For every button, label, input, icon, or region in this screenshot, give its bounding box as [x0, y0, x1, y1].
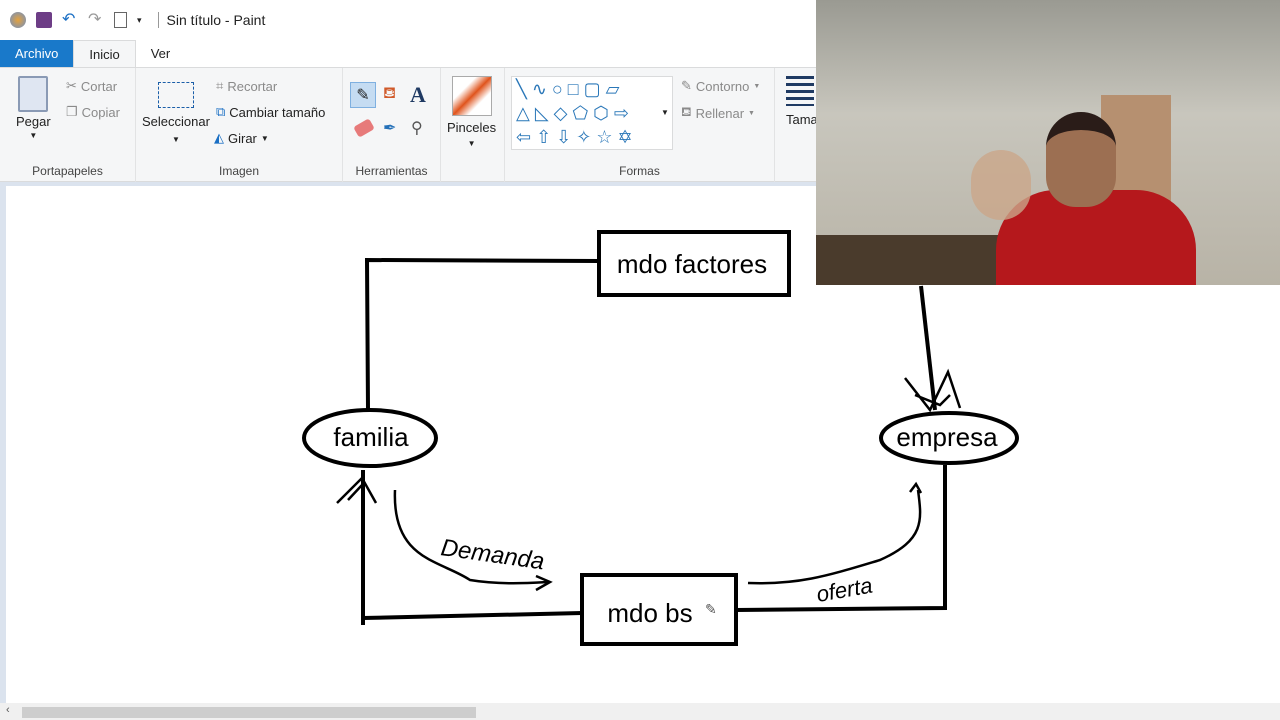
- image-group: Seleccionar ▼ ⌗Recortar ⧉Cambiar tamaño …: [136, 68, 343, 182]
- resize-icon: ⧉: [216, 104, 226, 119]
- copy-button[interactable]: ❐Copiar: [66, 104, 120, 120]
- resize-button[interactable]: ⧉Cambiar tamaño: [216, 104, 325, 120]
- paste-button[interactable]: Pegar ▼: [16, 76, 51, 140]
- undo-icon[interactable]: ↶: [62, 11, 76, 28]
- save-icon[interactable]: [36, 12, 52, 28]
- rotate-label: Girar: [228, 130, 257, 146]
- copy-icon: ❐: [66, 104, 78, 119]
- supply-arrow: [747, 489, 922, 585]
- webcam-person-hand: [971, 150, 1031, 220]
- shapes-scroll-icon[interactable]: ▼: [661, 108, 669, 117]
- tab-ver[interactable]: Ver: [150, 46, 171, 61]
- scrollbar-thumb[interactable]: [22, 707, 476, 718]
- chevron-down-icon: ▼: [260, 133, 269, 143]
- family-ellipse: [302, 408, 438, 468]
- outline-button[interactable]: ✎Contorno▼: [681, 78, 761, 94]
- demand-arrowhead: [535, 574, 553, 592]
- webcam-overlay: [816, 0, 1280, 285]
- arrowhead-firm: [904, 368, 962, 413]
- arrowhead-family: [336, 475, 378, 504]
- brushes-group: Pinceles ▼: [441, 68, 505, 182]
- rotate-icon: ◭: [214, 130, 224, 145]
- fill-bucket-icon[interactable]: ⛾: [383, 85, 397, 102]
- firm-goods-line: [735, 465, 947, 612]
- magnifier-icon[interactable]: ⚲: [411, 120, 423, 137]
- resize-label: Cambiar tamaño: [229, 104, 326, 120]
- family-goods-line-h: [362, 611, 583, 620]
- webcam-bed: [816, 235, 1016, 285]
- color-picker-icon[interactable]: ✒: [383, 120, 397, 137]
- clipboard-icon: [18, 76, 49, 112]
- cut-label: Cortar: [80, 78, 118, 94]
- horizontal-scrollbar[interactable]: ‹: [0, 703, 1280, 720]
- chevron-down-icon: ▼: [172, 135, 180, 144]
- pencil-cursor-icon: ✎: [705, 601, 717, 617]
- size-button[interactable]: Tama: [786, 76, 818, 127]
- tools-group: ✎ ⛾ A ✒ ⚲ Herramientas: [343, 68, 441, 182]
- demand-arrow: [393, 489, 549, 585]
- webcam-person-body: [996, 190, 1196, 285]
- clipboard-group: Pegar ▼ ✂Cortar ❐Copiar Portapapeles: [0, 68, 136, 182]
- size-label: Tama: [786, 112, 818, 127]
- cut-button[interactable]: ✂Cortar: [66, 78, 117, 94]
- window-title: Sin título - Paint: [157, 12, 265, 28]
- group-label-tools: Herramientas: [355, 164, 428, 178]
- outline-label: Contorno: [695, 78, 750, 94]
- copy-label: Copiar: [81, 104, 120, 120]
- text-tool-icon[interactable]: A: [410, 82, 426, 107]
- select-button[interactable]: Seleccionar ▼: [142, 82, 210, 144]
- fill-icon: ⛾: [681, 104, 692, 119]
- rotate-button[interactable]: ◭ Girar▼: [214, 130, 269, 146]
- webcam-person-head: [1046, 112, 1116, 207]
- group-label-shapes: Formas: [619, 164, 660, 178]
- family-label: familia: [333, 422, 409, 452]
- brushes-label: Pinceles: [447, 120, 497, 135]
- supply-arrowhead: [909, 481, 923, 494]
- group-label-image: Imagen: [218, 164, 260, 178]
- shapes-gallery[interactable]: ╲∿○□▢▱ △◺◇⬠⬡⇨ ⇦⇧⇩✧☆✡: [511, 76, 673, 150]
- chevron-down-icon: ▼: [467, 139, 476, 148]
- outline-icon: ✎: [681, 78, 692, 93]
- shapes-row-3: ⇦⇧⇩✧☆✡: [516, 127, 638, 147]
- factor-market-label: mdo factores: [617, 249, 767, 279]
- selection-icon: [157, 82, 194, 108]
- goods-market-label: mdo bs: [607, 598, 692, 628]
- firm-ellipse: [879, 411, 1019, 465]
- brushes-button[interactable]: Pinceles ▼: [447, 76, 496, 148]
- shapes-row-2: △◺◇⬠⬡⇨: [516, 103, 634, 123]
- firm-label: empresa: [896, 422, 998, 452]
- factor-firm-line: [919, 285, 937, 411]
- tab-archivo[interactable]: Archivo: [0, 40, 74, 67]
- select-label: Seleccionar: [142, 114, 210, 129]
- customize-toolbar-icon[interactable]: ▾: [137, 14, 142, 25]
- fill-label: Rellenar: [695, 105, 745, 121]
- scissors-icon: ✂: [66, 78, 77, 93]
- crop-button[interactable]: ⌗Recortar: [216, 78, 277, 94]
- ribbon-tabs: Archivo Inicio Ver: [0, 40, 1280, 68]
- paint-app-icon[interactable]: [10, 12, 26, 28]
- brush-icon: [451, 76, 492, 116]
- shapes-group: ╲∿○□▢▱ △◺◇⬠⬡⇨ ⇦⇧⇩✧☆✡ ▼ ✎Contorno▼ ⛾Relle…: [505, 68, 775, 182]
- factor-market-box: [597, 230, 791, 297]
- new-file-icon[interactable]: [114, 12, 127, 28]
- family-factor-line: [364, 257, 600, 411]
- demand-note: Demanda: [439, 534, 546, 575]
- chevron-down-icon: ▼: [29, 131, 38, 140]
- line-size-icon: [786, 76, 814, 106]
- supply-note: oferta: [815, 573, 875, 607]
- tab-inicio[interactable]: Inicio: [73, 40, 136, 67]
- paste-label: Pegar: [16, 114, 51, 129]
- scroll-left-icon[interactable]: ‹: [6, 704, 10, 716]
- crop-label: Recortar: [227, 78, 278, 94]
- redo-icon[interactable]: ↷: [88, 11, 102, 28]
- shapes-row-1: ╲∿○□▢▱: [516, 79, 625, 99]
- fill-button[interactable]: ⛾Rellenar▼: [681, 104, 755, 121]
- crop-icon: ⌗: [216, 78, 224, 93]
- pencil-icon[interactable]: ✎: [350, 82, 376, 108]
- group-label-clipboard: Portapapeles: [32, 164, 103, 178]
